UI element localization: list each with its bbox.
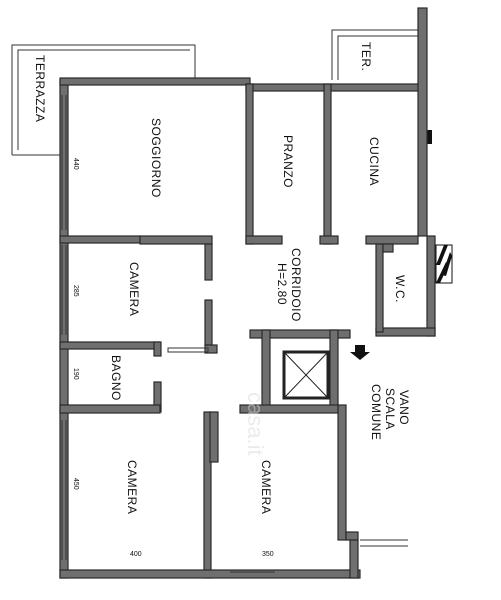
- camera-lower-left-label: CAMERA: [125, 460, 139, 514]
- dim-camera-upper-width: 285: [72, 285, 79, 297]
- pranzo-label: PRANZO: [281, 135, 295, 188]
- windows: [61, 95, 408, 573]
- service-shaft: [420, 130, 453, 284]
- camera-upper-label: CAMERA: [127, 262, 141, 316]
- cucina-label: CUCINA: [367, 137, 381, 186]
- terrazza-left-label: TERRAZZA: [33, 55, 47, 122]
- vano-scala-line3: COMUNE: [369, 384, 383, 440]
- dim-camera-lower-left-length: 400: [130, 551, 142, 558]
- soggiorno-label: SOGGIORNO: [149, 118, 163, 198]
- wc-label: W.C.: [393, 275, 407, 303]
- entrance-arrow-icon: [350, 345, 370, 360]
- dim-camera-lower-left-width: 450: [72, 478, 79, 490]
- bagno-label: BAGNO: [109, 355, 123, 401]
- terrazza-top-label: TER.: [359, 42, 373, 71]
- watermark: casa.it: [243, 392, 268, 456]
- vano-scala-line2: SCALA: [383, 388, 397, 430]
- terrace-left-outline: [11, 44, 196, 156]
- dim-bagno-width: 190: [72, 368, 79, 380]
- terrace-top-outline: [331, 29, 420, 80]
- vano-scala-line1: VANO: [397, 390, 411, 425]
- dim-soggiorno-width: 440: [72, 158, 79, 170]
- walls: [59, 7, 436, 579]
- camera-lower-right-label: CAMERA: [259, 460, 273, 514]
- corridoio-height-label: H=2.80: [275, 263, 289, 305]
- dim-camera-lower-right-length: 350: [262, 551, 274, 558]
- corridoio-label: CORRIDOIO: [289, 248, 303, 322]
- elevator: [282, 350, 330, 400]
